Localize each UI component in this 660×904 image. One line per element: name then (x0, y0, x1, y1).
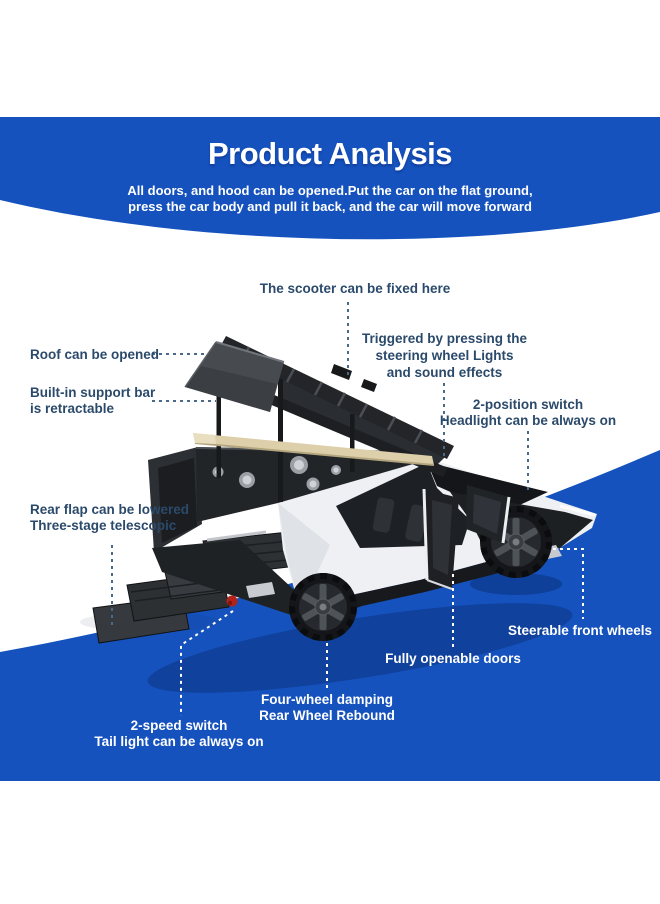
rear-wheel (289, 573, 357, 641)
label-line: 2-speed switch (130, 718, 228, 733)
subtitle-line: All doors, and hood can be opened.Put th… (127, 183, 533, 198)
label-line: Headlight can be always on (439, 412, 617, 428)
callout-front-wheels-label: Steerable front wheels (507, 623, 653, 638)
label-line: is retractable (30, 400, 115, 416)
callout-damping-label: Four-wheel damping Rear Wheel Rebound (244, 692, 410, 723)
cybertruck-illustration (80, 336, 597, 693)
subtitle-line: press the car body and pull it back, and… (128, 199, 532, 214)
callout-doors-label: Fully openable doors (385, 651, 521, 666)
callout-support-bar-label: Built-in support bar is retractable (30, 385, 155, 416)
scooter-mount (331, 364, 352, 380)
headlight-strip (559, 504, 596, 517)
label-line: 2-position switch (472, 397, 584, 412)
label-line: steering wheel Lights (375, 348, 514, 363)
label-line: Rear flap can be lowered (30, 502, 190, 517)
header-band-shape (0, 117, 660, 240)
label-line: Built-in support bar (30, 385, 156, 400)
callout-steering-label: Triggered by pressing the steering wheel… (357, 330, 532, 381)
support-board (193, 433, 435, 466)
tail-light (226, 582, 275, 607)
header-subtitle: All doors, and hood can be opened.Put th… (0, 183, 660, 215)
support-post (278, 366, 283, 502)
roof-panel (184, 341, 285, 412)
truck-rear-section (148, 447, 305, 618)
front-wheels-pointer-line (553, 548, 584, 619)
callout-pointer-lines (111, 302, 584, 716)
callout-headlight-label: 2-position switch Headlight can be alway… (438, 397, 618, 428)
label-line: Rear Wheel Rebound (259, 707, 395, 723)
open-rear-door (422, 488, 459, 590)
label-line: Triggered by pressing the (361, 331, 528, 346)
cargo-bed (195, 447, 427, 522)
label-line: and sound effects (386, 365, 503, 380)
label-line: Four-wheel damping (260, 692, 393, 707)
open-front-door (466, 485, 511, 544)
callout-tail-light-label: 2-speed switch Tail light can be always … (78, 718, 280, 749)
callout-rear-flap-label: Rear flap can be lowered Three-stage tel… (30, 502, 189, 533)
page-title: Product Analysis (207, 136, 453, 171)
support-post (350, 414, 355, 472)
callout-roof-label: Roof can be opened (30, 347, 160, 362)
opened-roof-canopy (184, 336, 454, 502)
label-line: Three-stage telescopic (30, 517, 177, 533)
label-line: Tail light can be always on (94, 733, 264, 749)
callout-scooter-label: The scooter can be fixed here (259, 281, 451, 296)
